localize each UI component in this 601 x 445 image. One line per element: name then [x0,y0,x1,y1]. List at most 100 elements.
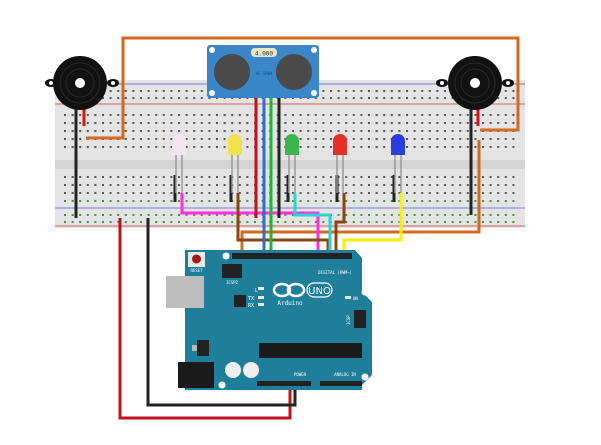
breadboard-hole [352,146,355,148]
breadboard-hole [390,122,393,124]
breadboard-hole [86,214,89,216]
breadboard-hole [451,221,454,223]
breadboard-hole [117,192,120,194]
breadboard-hole [185,146,188,148]
breadboard-hole [109,221,112,223]
breadboard-hole [383,214,386,216]
icsp2-label: ICSP2 [226,280,239,285]
breadboard-hole [390,176,393,178]
breadboard-hole [428,221,431,223]
breadboard-hole [208,122,211,124]
breadboard-hole [345,122,348,124]
breadboard-hole [314,146,317,148]
reset-button[interactable] [192,254,201,264]
breadboard-hole [193,130,196,132]
breadboard-hole [140,122,142,124]
breadboard-hole [185,214,188,216]
breadboard-hole [360,138,363,140]
breadboard-hole [428,176,431,178]
breadboard-hole [512,114,515,116]
breadboard-hole [140,138,142,140]
buzzer-right-ring [460,68,490,98]
breadboard-hole [345,184,348,186]
breadboard-hole [246,130,249,132]
breadboard-hole [238,214,241,216]
breadboard-hole [512,122,515,124]
breadboard-hole [71,130,74,132]
buzzer-right-ring [454,62,496,104]
breadboard-hole [79,122,82,124]
breadboard-hole [375,138,378,140]
breadboard-hole [94,184,97,186]
breadboard-hole [360,184,363,186]
breadboard-hole [428,184,431,186]
breadboard-hole [124,176,127,178]
breadboard-hole [170,130,173,132]
breadboard-hole [71,184,74,186]
breadboard-hole [94,122,97,124]
breadboard-hole [489,114,492,116]
wire-magenta-led-white [180,193,320,258]
breadboard-hole [117,114,120,116]
breadboard-hole [383,176,386,178]
wire-orange-right-buzzer [240,140,481,258]
breadboard-hole [360,192,363,194]
breadboard-hole [170,184,173,186]
breadboard-hole [193,97,196,99]
breadboard-hole [200,90,203,92]
breadboard-hole [330,122,332,124]
breadboard-hole [474,138,477,140]
breadboard-hole [413,130,416,132]
breadboard-hole [64,200,66,202]
breadboard-hole [307,176,310,178]
buzzer-left-center [75,78,85,88]
breadboard-hole [185,138,188,140]
breadboard-hole [223,138,226,140]
breadboard-hole [223,146,226,148]
breadboard-hole [246,221,249,223]
breadboard-hole [216,176,218,178]
breadboard-hole [413,90,416,92]
breadboard-hole [398,114,401,116]
breadboard-hole [94,146,97,148]
breadboard-hole [352,122,355,124]
buzzer-left [45,56,119,110]
breadboard-hole [330,192,332,194]
breadboard-hole [124,90,127,92]
breadboard-hole [162,97,165,99]
breadboard-hole [208,97,211,99]
buzzer-left-tab-hole [111,81,115,85]
breadboard-hole [444,122,446,124]
breadboard-hole [436,122,439,124]
breadboard-hole [383,192,386,194]
breadboard-hole [216,130,218,132]
breadboard-hole [451,184,454,186]
sensor-mount-hole [311,47,317,53]
buzzer-right-tab-hole [506,81,510,85]
breadboard-hole [162,138,165,140]
analog-label: ANALOG IN [334,372,356,377]
breadboard-hole [64,122,66,124]
breadboard-hole [459,192,462,194]
breadboard-hole [140,221,142,223]
breadboard-hole [292,192,294,194]
breadboard-hole [504,90,507,92]
breadboard-hole [223,184,226,186]
breadboard-hole [193,214,196,216]
breadboard-hole [421,90,424,92]
breadboard-hole [86,176,89,178]
wire-red-5v [118,218,292,420]
breadboard-hole [421,200,424,202]
breadboard-hole [466,146,469,148]
breadboard-hole [178,130,180,132]
breadboard-hole [375,192,378,194]
breadboard-hole [406,130,408,132]
breadboard-hole [155,176,158,178]
breadboard-hole [337,90,340,92]
breadboard-hole [231,221,234,223]
breadboard-hole [497,200,500,202]
breadboard-hole [352,130,355,132]
breadboard-hole [421,146,424,148]
breadboard-hole [428,214,431,216]
breadboard-hole [102,221,104,223]
